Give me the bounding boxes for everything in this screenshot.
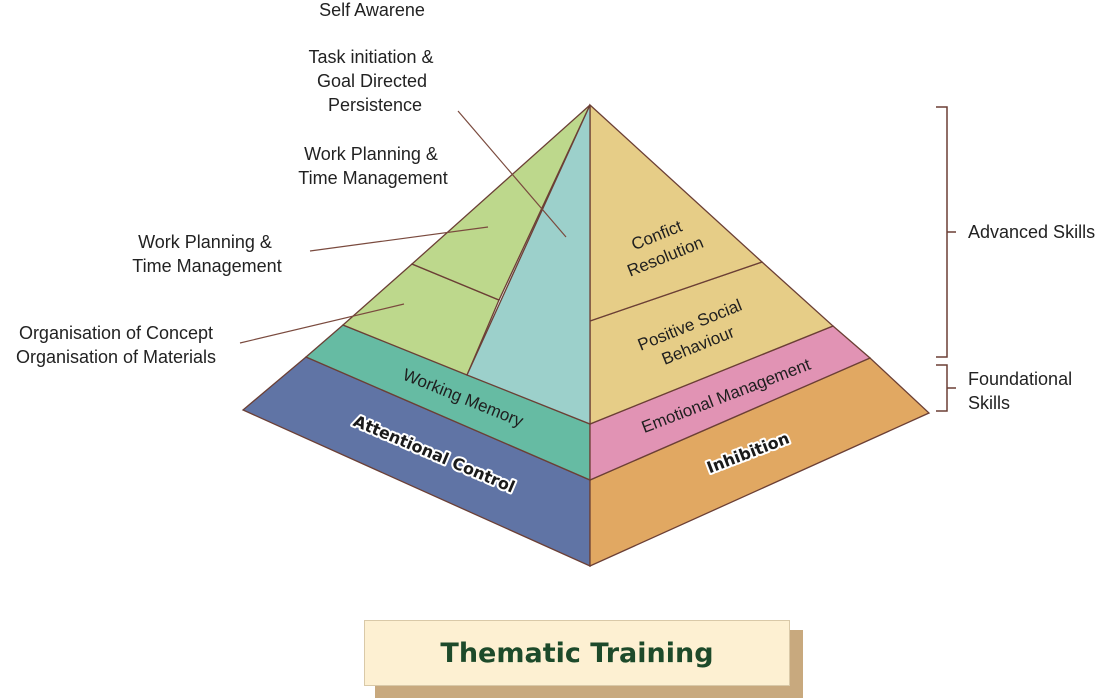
work-planning-top-line-2: Time Management [298,168,447,188]
work-planning-left-line-2: Time Management [132,256,281,276]
foundational-skills-bracket [936,364,956,412]
work-planning-left-line-1: Work Planning & [138,232,272,252]
thematic-training-button[interactable]: Thematic Training [364,620,790,686]
leader-task-initiation [457,110,567,238]
organisation-line-2: Organisation of Materials [16,347,216,367]
self-awareness-face [466,104,591,425]
organisation-line-1: Organisation of Concept [19,323,213,343]
advanced-skills-bracket [936,106,956,358]
leader-work-planning [309,226,489,252]
self-awareness-callout: Self Awarene [319,0,425,20]
task-initiation-line-2: Goal Directed [317,71,427,91]
foundational-skills-line-2: Skills [968,393,1010,413]
advanced-skills-label: Advanced Skills [968,222,1095,242]
task-initiation-line-3: Persistence [328,95,422,115]
leader-organisation [239,303,405,344]
foundational-skills-line-1: Foundational [968,369,1072,389]
task-initiation-line-1: Task initiation & [308,47,433,67]
work-planning-top-line-1: Work Planning & [304,144,438,164]
work-planning-layer [410,104,591,301]
